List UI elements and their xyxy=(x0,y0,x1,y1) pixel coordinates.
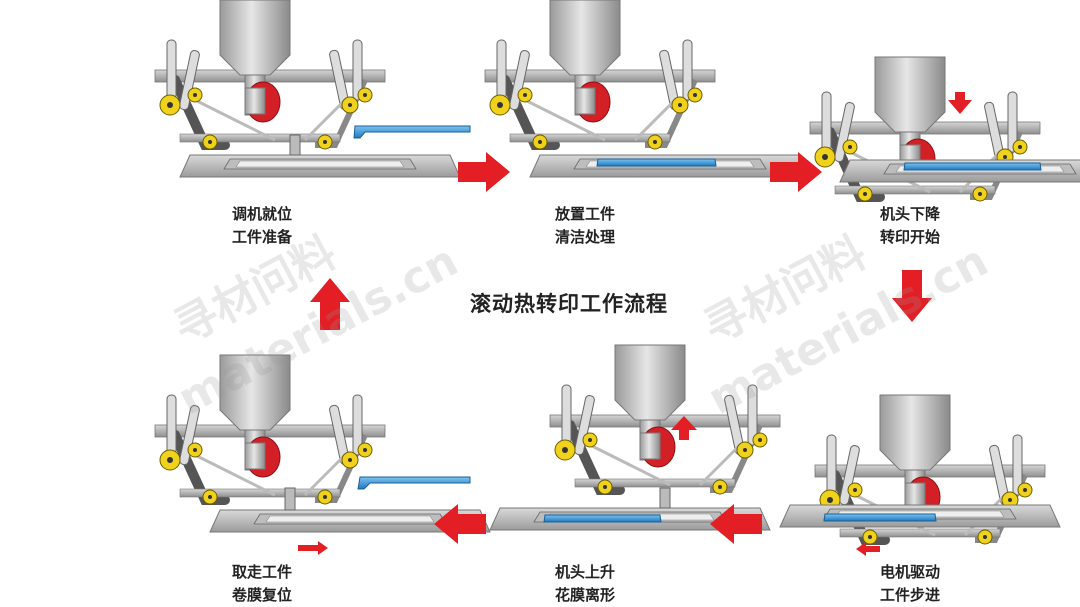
step2-line1: 放置工件 xyxy=(555,205,616,223)
step3-workpiece xyxy=(903,162,1042,171)
step5-caption: 机头上升 花膜离形 xyxy=(555,561,615,607)
arrow-6-to-1 xyxy=(310,278,350,330)
step3-down-arrow xyxy=(948,92,972,114)
step3-caption: 机头下降 转印开始 xyxy=(880,203,940,249)
step6-caption: 取走工件 卷膜复位 xyxy=(232,561,292,607)
step5-workpiece xyxy=(543,514,662,523)
step5-up-arrow xyxy=(671,416,697,440)
step1-line2: 工件准备 xyxy=(232,228,293,246)
step1-workpiece xyxy=(353,125,471,139)
step6-line1: 取走工件 xyxy=(232,563,293,581)
step1-base xyxy=(179,134,461,178)
step4-workpiece xyxy=(823,513,937,522)
step3-line2: 转印开始 xyxy=(880,228,941,246)
step6-right-arrow xyxy=(298,541,328,555)
step2-workpiece xyxy=(596,158,717,167)
diagram-title: 滚动热转印工作流程 xyxy=(470,292,668,316)
step5-line2: 花膜离形 xyxy=(555,586,616,604)
step2-caption: 放置工件 清洁处理 xyxy=(555,203,615,249)
step6-machine xyxy=(155,354,385,504)
step6-base xyxy=(209,487,491,533)
step6-workpiece xyxy=(357,476,471,490)
step4-line1: 电机驱动 xyxy=(880,563,941,581)
step4-caption: 电机驱动 工件步进 xyxy=(880,561,940,607)
step2-machine xyxy=(485,0,715,149)
step1-machine xyxy=(155,0,385,149)
step2-line2: 清洁处理 xyxy=(555,228,616,246)
step6-line2: 卷膜复位 xyxy=(232,586,293,604)
step4-line2: 工件步进 xyxy=(880,586,941,604)
step4-left-arrow xyxy=(856,542,880,556)
step3-line1: 机头下降 xyxy=(880,205,941,223)
step1-line1: 调机就位 xyxy=(232,205,293,223)
arrow-1-to-2 xyxy=(458,152,510,192)
step5-machine xyxy=(550,344,780,494)
step5-base xyxy=(489,487,771,531)
step1-caption: 调机就位 工件准备 xyxy=(232,203,292,249)
step5-line1: 机头上升 xyxy=(555,563,616,581)
arrow-3-to-4 xyxy=(892,270,932,322)
